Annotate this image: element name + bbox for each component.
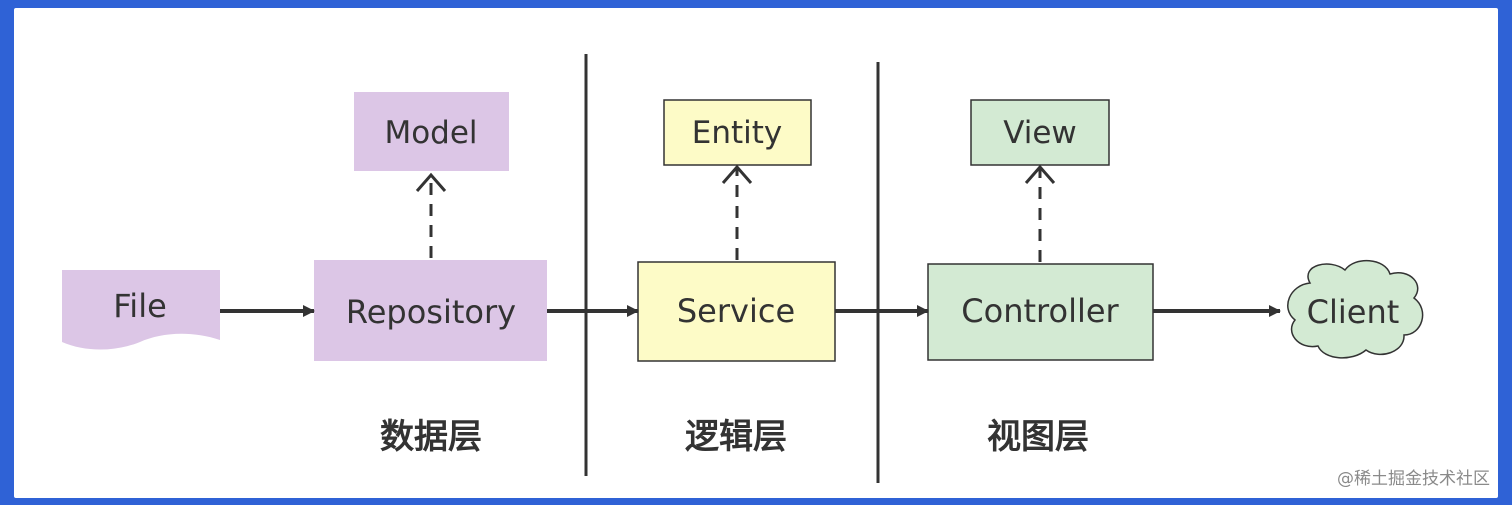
file-label: File	[113, 287, 167, 325]
model-label: Model	[384, 115, 477, 151]
controller-label: Controller	[961, 292, 1119, 330]
layer-label-data: 数据层	[380, 417, 482, 457]
repository-label: Repository	[346, 293, 516, 331]
client-node: Client	[1287, 259, 1424, 359]
layer-label-logic: 逻辑层	[685, 417, 787, 457]
arrow-service-entity	[721, 164, 753, 260]
view-label: View	[1003, 115, 1077, 151]
watermark: @稀土掘金技术社区	[1337, 469, 1490, 489]
client-label: Client	[1307, 293, 1400, 331]
entity-node: Entity	[663, 99, 812, 166]
arrow-repository-model	[415, 172, 447, 258]
model-node: Model	[354, 92, 509, 171]
view-node: View	[970, 99, 1110, 166]
service-node: Service	[637, 261, 836, 362]
diagram-frame	[14, 8, 1498, 498]
repository-node: Repository	[314, 260, 547, 361]
file-node: File	[62, 270, 220, 350]
arrow-controller-view	[1024, 164, 1056, 262]
controller-node: Controller	[927, 263, 1154, 361]
service-label: Service	[677, 292, 795, 330]
entity-label: Entity	[692, 115, 783, 151]
layer-label-view: 视图层	[987, 417, 1089, 457]
